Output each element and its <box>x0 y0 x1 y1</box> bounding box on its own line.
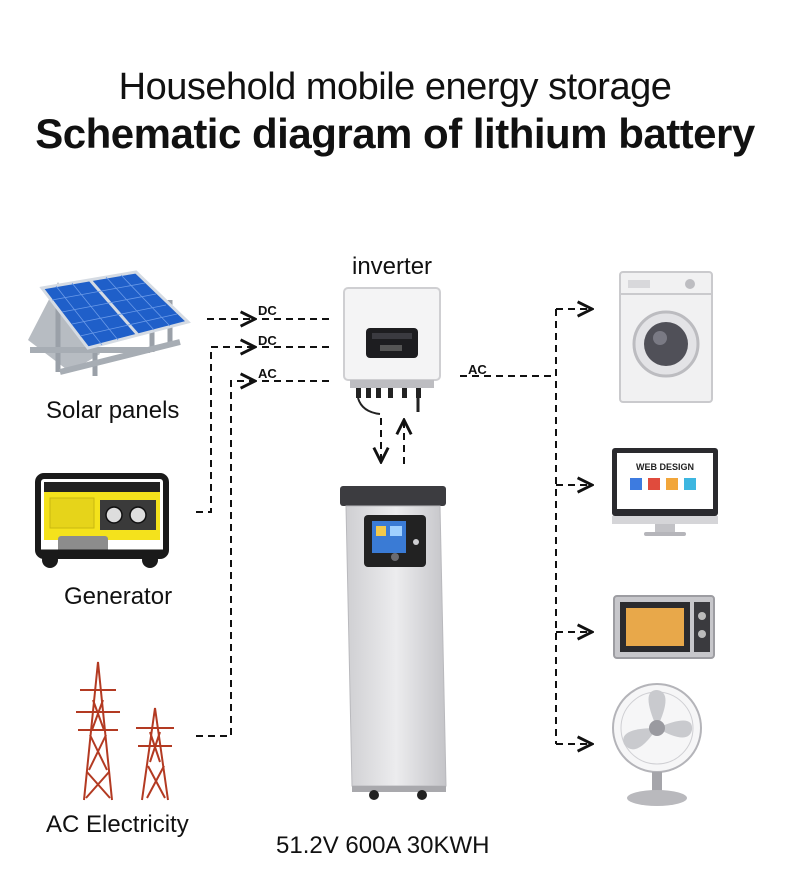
title-line-2: Schematic diagram of lithium battery <box>35 110 755 157</box>
solar-panel-illustration <box>28 270 191 376</box>
generator-label: Generator <box>64 583 173 610</box>
monitor-illustration <box>612 448 718 536</box>
microwave-illustration <box>613 595 715 659</box>
monitor-screen-text: WEB DESIGN <box>635 462 694 472</box>
dc-label-2: DC <box>258 333 277 348</box>
fan-illustration <box>612 683 702 806</box>
inverter-illustration <box>343 287 441 415</box>
ac-electricity-label: AC Electricity <box>46 811 189 838</box>
battery-spec-label: 51.2V 600A 30KWH <box>276 832 490 859</box>
generator-illustration <box>35 473 169 568</box>
transmission-towers-illustration <box>76 661 174 801</box>
connection-lines <box>196 309 592 744</box>
inverter-label: inverter <box>352 253 433 280</box>
dc-label-1: DC <box>258 303 277 318</box>
washing-machine-illustration <box>619 271 713 403</box>
solar-panels-label: Solar panels <box>46 397 180 424</box>
title-line-1: Household mobile energy storage <box>118 66 672 108</box>
battery-cabinet-illustration <box>340 486 447 800</box>
ac-out-label: AC <box>468 362 487 377</box>
ac-in-label: AC <box>258 366 277 381</box>
